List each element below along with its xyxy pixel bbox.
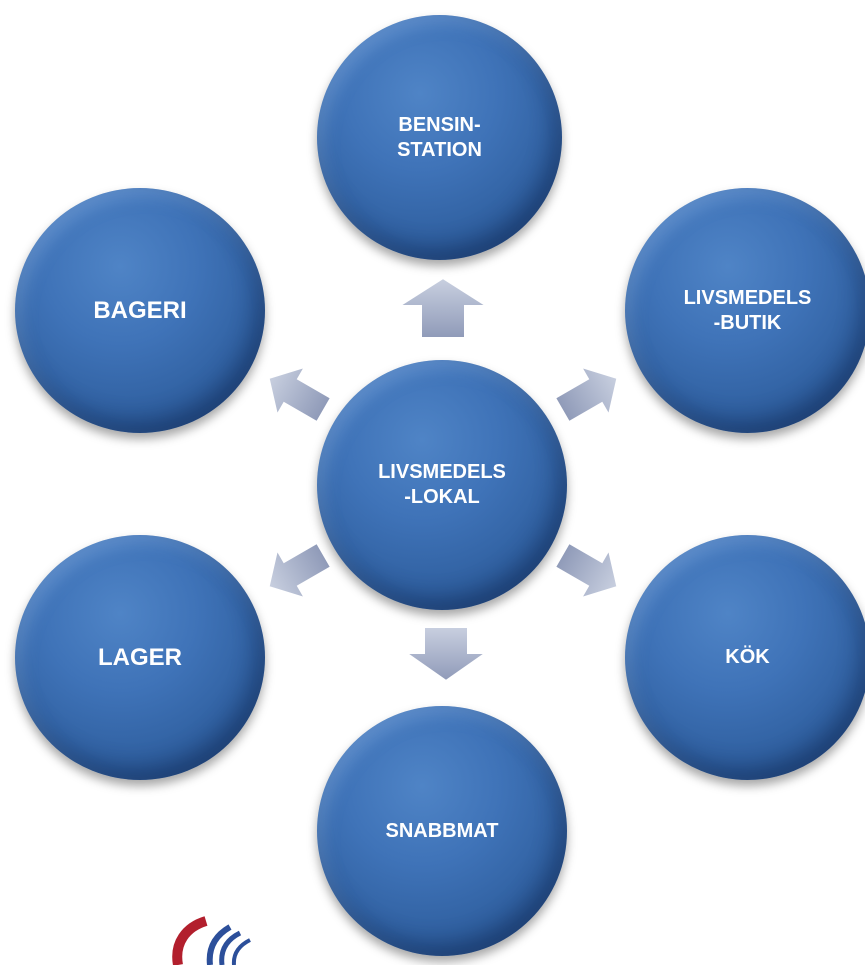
node-kok: KÖK (625, 535, 865, 780)
arrow-down-left-icon (267, 541, 333, 600)
arrow-up-left-icon (267, 365, 333, 424)
node-label: LIVSMEDELS -LOKAL (378, 461, 506, 508)
arrow-up-right-icon (553, 365, 619, 424)
arrow-down-right-icon (553, 541, 619, 600)
node-livsmedelsbutik: LIVSMEDELS -BUTIK (625, 188, 865, 433)
node-label: SNABBMAT (385, 819, 499, 842)
node-lager: LAGER (15, 535, 265, 780)
node-bageri: BAGERI (15, 188, 265, 433)
node-label: BAGERI (93, 296, 187, 324)
node-label: LAGER (98, 643, 182, 671)
node-label: LIVSMEDELS -BUTIK (683, 286, 812, 334)
logo (172, 916, 251, 965)
node-label: BENSIN- STATION (397, 113, 482, 161)
arrow-up-icon (395, 276, 491, 339)
node-snabbmat: SNABBMAT (317, 706, 567, 956)
node-livsmedelslokal: LIVSMEDELS -LOKAL (317, 360, 567, 610)
node-label: KÖK (725, 646, 770, 668)
node-bensinstation: BENSIN- STATION (317, 15, 562, 260)
arrow-down-icon (404, 626, 488, 683)
